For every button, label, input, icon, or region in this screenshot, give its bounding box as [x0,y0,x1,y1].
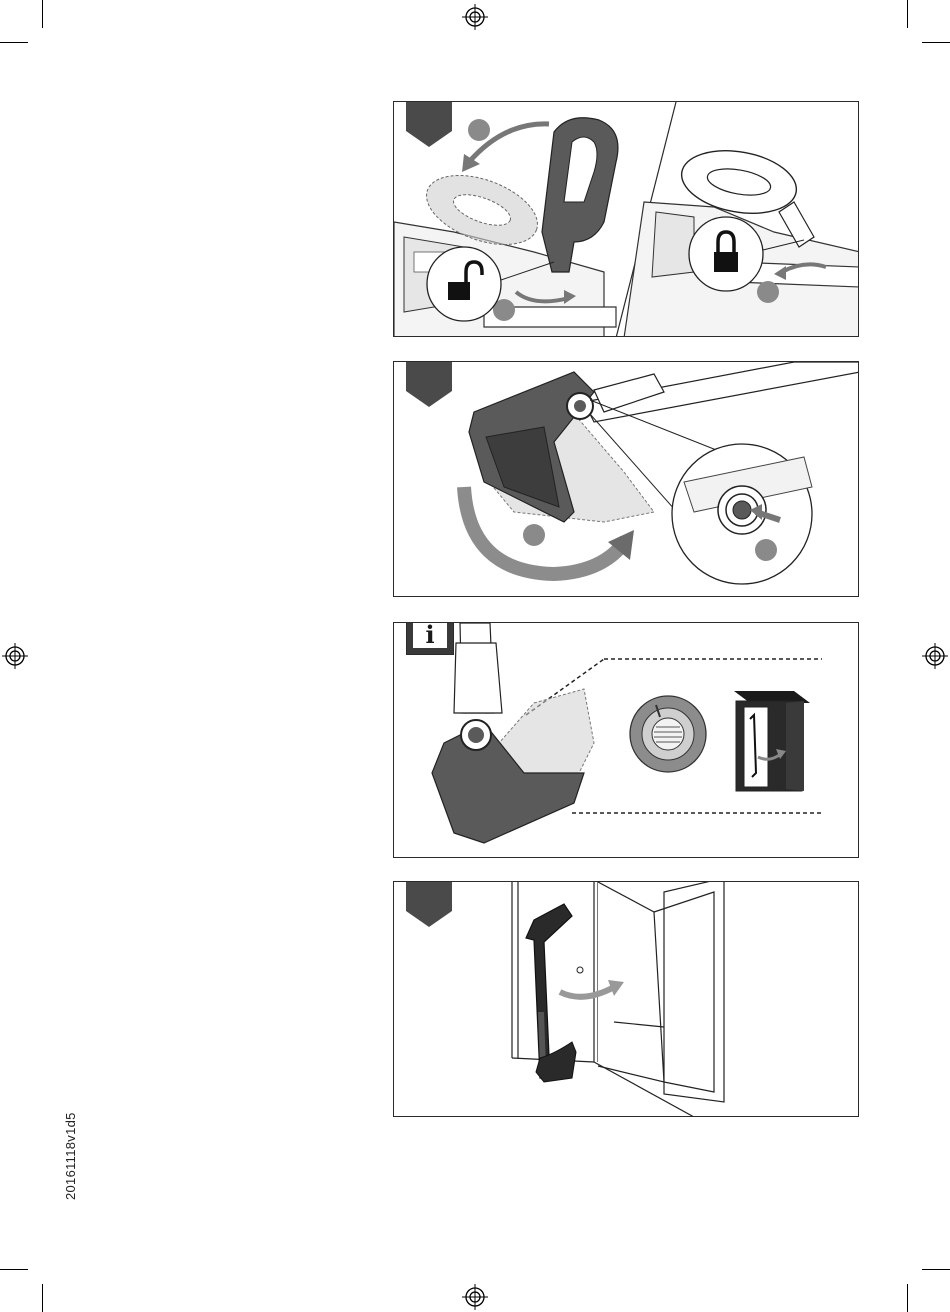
info-icon: i [411,622,449,650]
crop-mark [0,1269,28,1270]
registration-mark [462,4,488,30]
crop-mark [907,0,908,28]
step-tab [406,101,452,147]
panel-step-1 [393,101,859,337]
registration-mark [922,643,948,669]
crop-mark [42,0,43,28]
crop-mark [922,42,950,43]
step-tab [406,881,452,927]
panel-info: i [393,622,859,858]
registration-mark [2,643,28,669]
registration-mark [462,1284,488,1310]
document-version-code: 20161118v1d5 [63,1112,78,1200]
crop-mark [42,1284,43,1312]
step-tab [406,361,452,407]
panel-step-2 [393,361,859,597]
crop-mark [922,1269,950,1270]
crop-mark [907,1284,908,1312]
crop-mark [0,42,28,43]
panel-step-4 [393,881,859,1117]
info-badge: i [406,622,454,655]
